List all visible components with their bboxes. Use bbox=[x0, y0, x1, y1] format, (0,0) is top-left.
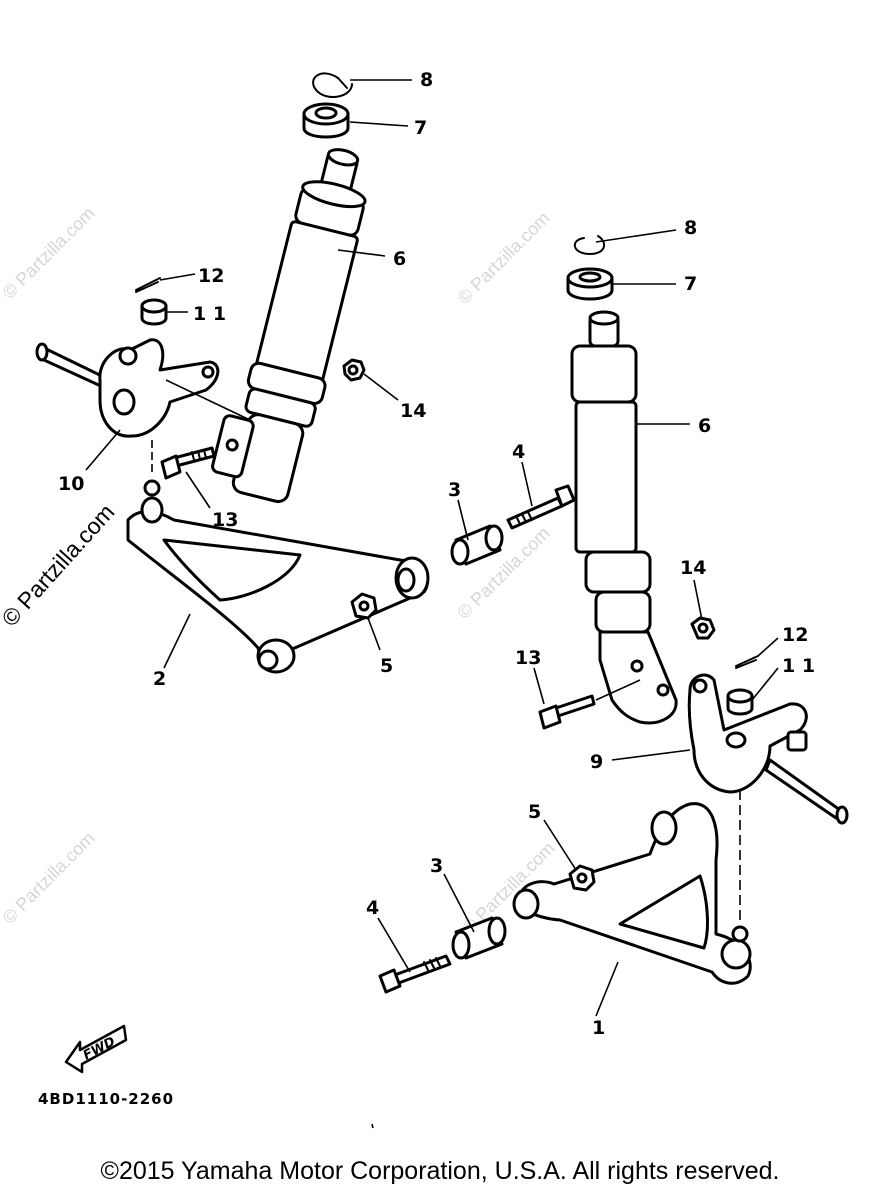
diagram-code: 4BD1110-2260 bbox=[38, 1090, 174, 1108]
callout-12-left: 12 bbox=[198, 265, 224, 287]
steering-knuckle-right bbox=[687, 673, 849, 825]
fwd-arrow-icon: FWD bbox=[64, 1024, 128, 1074]
watermark: © Partzilla.com bbox=[454, 208, 554, 308]
callout-14-left: 14 bbox=[400, 400, 426, 422]
callout-7-right: 7 bbox=[684, 273, 697, 295]
callout-8-right: 8 bbox=[684, 217, 697, 239]
bushing-right bbox=[451, 916, 507, 960]
shock-absorber-right bbox=[570, 310, 678, 725]
callout-13-left: 13 bbox=[212, 509, 238, 531]
cotter-pin-left bbox=[135, 277, 161, 293]
callout-3-right: 3 bbox=[430, 855, 443, 877]
watermark: © Partzilla.com bbox=[0, 203, 99, 303]
callout-14-right: 14 bbox=[680, 557, 706, 579]
callout-10: 10 bbox=[58, 473, 84, 495]
bushing-left bbox=[450, 524, 504, 566]
callout-12-right: 12 bbox=[782, 624, 808, 646]
callout-9: 9 bbox=[590, 751, 603, 773]
callout-5-right: 5 bbox=[528, 801, 541, 823]
leader-lines bbox=[85, 79, 779, 1017]
callout-8-left: 8 bbox=[420, 69, 433, 91]
spring-seat-right bbox=[566, 267, 614, 301]
callout-6-right: 6 bbox=[698, 415, 711, 437]
callout-13-right: 13 bbox=[515, 647, 541, 669]
cotter-pin-right bbox=[735, 655, 759, 669]
callout-4-left: 4 bbox=[512, 441, 525, 463]
circlip-right bbox=[574, 235, 606, 256]
bolt-4-right bbox=[378, 954, 452, 994]
nut-14-right bbox=[690, 616, 716, 640]
lower-arm-left bbox=[126, 479, 430, 674]
spring-seat-left bbox=[302, 102, 350, 139]
nut-14-left bbox=[342, 358, 366, 382]
castle-nut-left bbox=[140, 298, 168, 326]
copyright-notice: ©2015 Yamaha Motor Corporation, U.S.A. A… bbox=[100, 1157, 780, 1185]
castle-nut-right bbox=[726, 688, 754, 716]
steering-knuckle-left bbox=[35, 338, 220, 438]
callout-4-right: 4 bbox=[366, 897, 379, 919]
callout-2: 2 bbox=[153, 668, 166, 690]
lower-arm-right bbox=[512, 802, 752, 985]
callout-7-left: 7 bbox=[414, 117, 427, 139]
callouts: 8 7 6 14 12 1 1 10 13 2 5 3 4 8 7 6 14 1… bbox=[58, 69, 815, 1039]
callout-11-right: 1 1 bbox=[782, 655, 815, 677]
callout-5-left: 5 bbox=[380, 655, 393, 677]
bolt-13-right bbox=[538, 694, 596, 730]
watermark-dark: © Partzilla.com bbox=[0, 499, 119, 632]
callout-1: 1 bbox=[592, 1017, 605, 1039]
nut-5-right bbox=[568, 864, 596, 892]
shock-absorber-left bbox=[211, 148, 367, 504]
callout-3-left: 3 bbox=[448, 479, 461, 501]
callout-11-left: 1 1 bbox=[193, 303, 226, 325]
nut-5-left bbox=[350, 592, 378, 620]
circlip-left bbox=[312, 72, 353, 99]
stray-mark bbox=[371, 1123, 374, 1129]
bolt-13-left bbox=[160, 446, 216, 480]
watermark: © Partzilla.com bbox=[0, 828, 99, 928]
callout-6-left: 6 bbox=[393, 248, 406, 270]
bolt-4-left bbox=[506, 484, 576, 530]
